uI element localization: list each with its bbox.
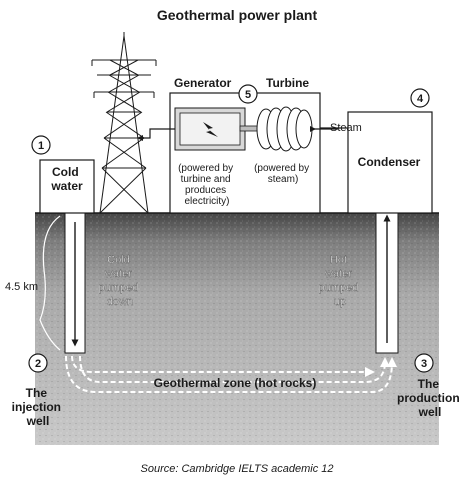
svg-text:1: 1	[38, 140, 44, 152]
stage-1-marker: 1	[31, 135, 51, 155]
svg-text:5: 5	[245, 89, 251, 101]
cold-water-pumped-label: Cold water pumped down	[99, 254, 142, 308]
power-house	[169, 92, 338, 214]
stage-3-marker: 3	[414, 353, 434, 373]
hot-water-pumped-label: Hot water pumped up	[319, 254, 362, 308]
svg-text:4: 4	[417, 93, 424, 105]
source-caption: Source: Cambridge IELTS academic 12	[141, 463, 334, 475]
geothermal-flow-arrows	[65, 355, 397, 393]
pylon-icon	[91, 32, 157, 214]
production-well-label: The production well	[397, 377, 463, 419]
stage-4-marker: 4	[410, 88, 430, 108]
generator-note: (powered by turbine and produces electri…	[178, 163, 236, 207]
svg-text:2: 2	[35, 358, 41, 370]
geothermal-zone-label: Geothermal zone (hot rocks)	[154, 376, 317, 390]
injection-well-shaft	[64, 212, 86, 354]
depth-label: 4.5 km	[5, 281, 38, 293]
svg-text:3: 3	[421, 358, 427, 370]
lightning-icon	[203, 122, 218, 137]
production-well-shaft	[375, 212, 399, 354]
cold-water-tank	[39, 159, 95, 214]
generator-label: Generator	[174, 76, 232, 90]
depth-brace	[39, 215, 61, 351]
stage-5-marker: 5	[238, 84, 258, 104]
power-cable	[137, 128, 175, 141]
turbine-label: Turbine	[266, 76, 309, 90]
turbine-icon	[256, 106, 313, 152]
ground	[35, 212, 439, 445]
turbine-note: (powered by steam)	[254, 163, 312, 185]
condenser-label: Condenser	[358, 155, 421, 169]
stage-2-marker: 2	[28, 353, 48, 373]
condenser-box	[347, 111, 433, 214]
steam-label: Steam	[330, 122, 362, 134]
cold-water-label: Cold water	[50, 165, 83, 193]
diagram-title: Geothermal power plant	[157, 7, 318, 23]
injection-well-label: The injection well	[12, 386, 65, 428]
